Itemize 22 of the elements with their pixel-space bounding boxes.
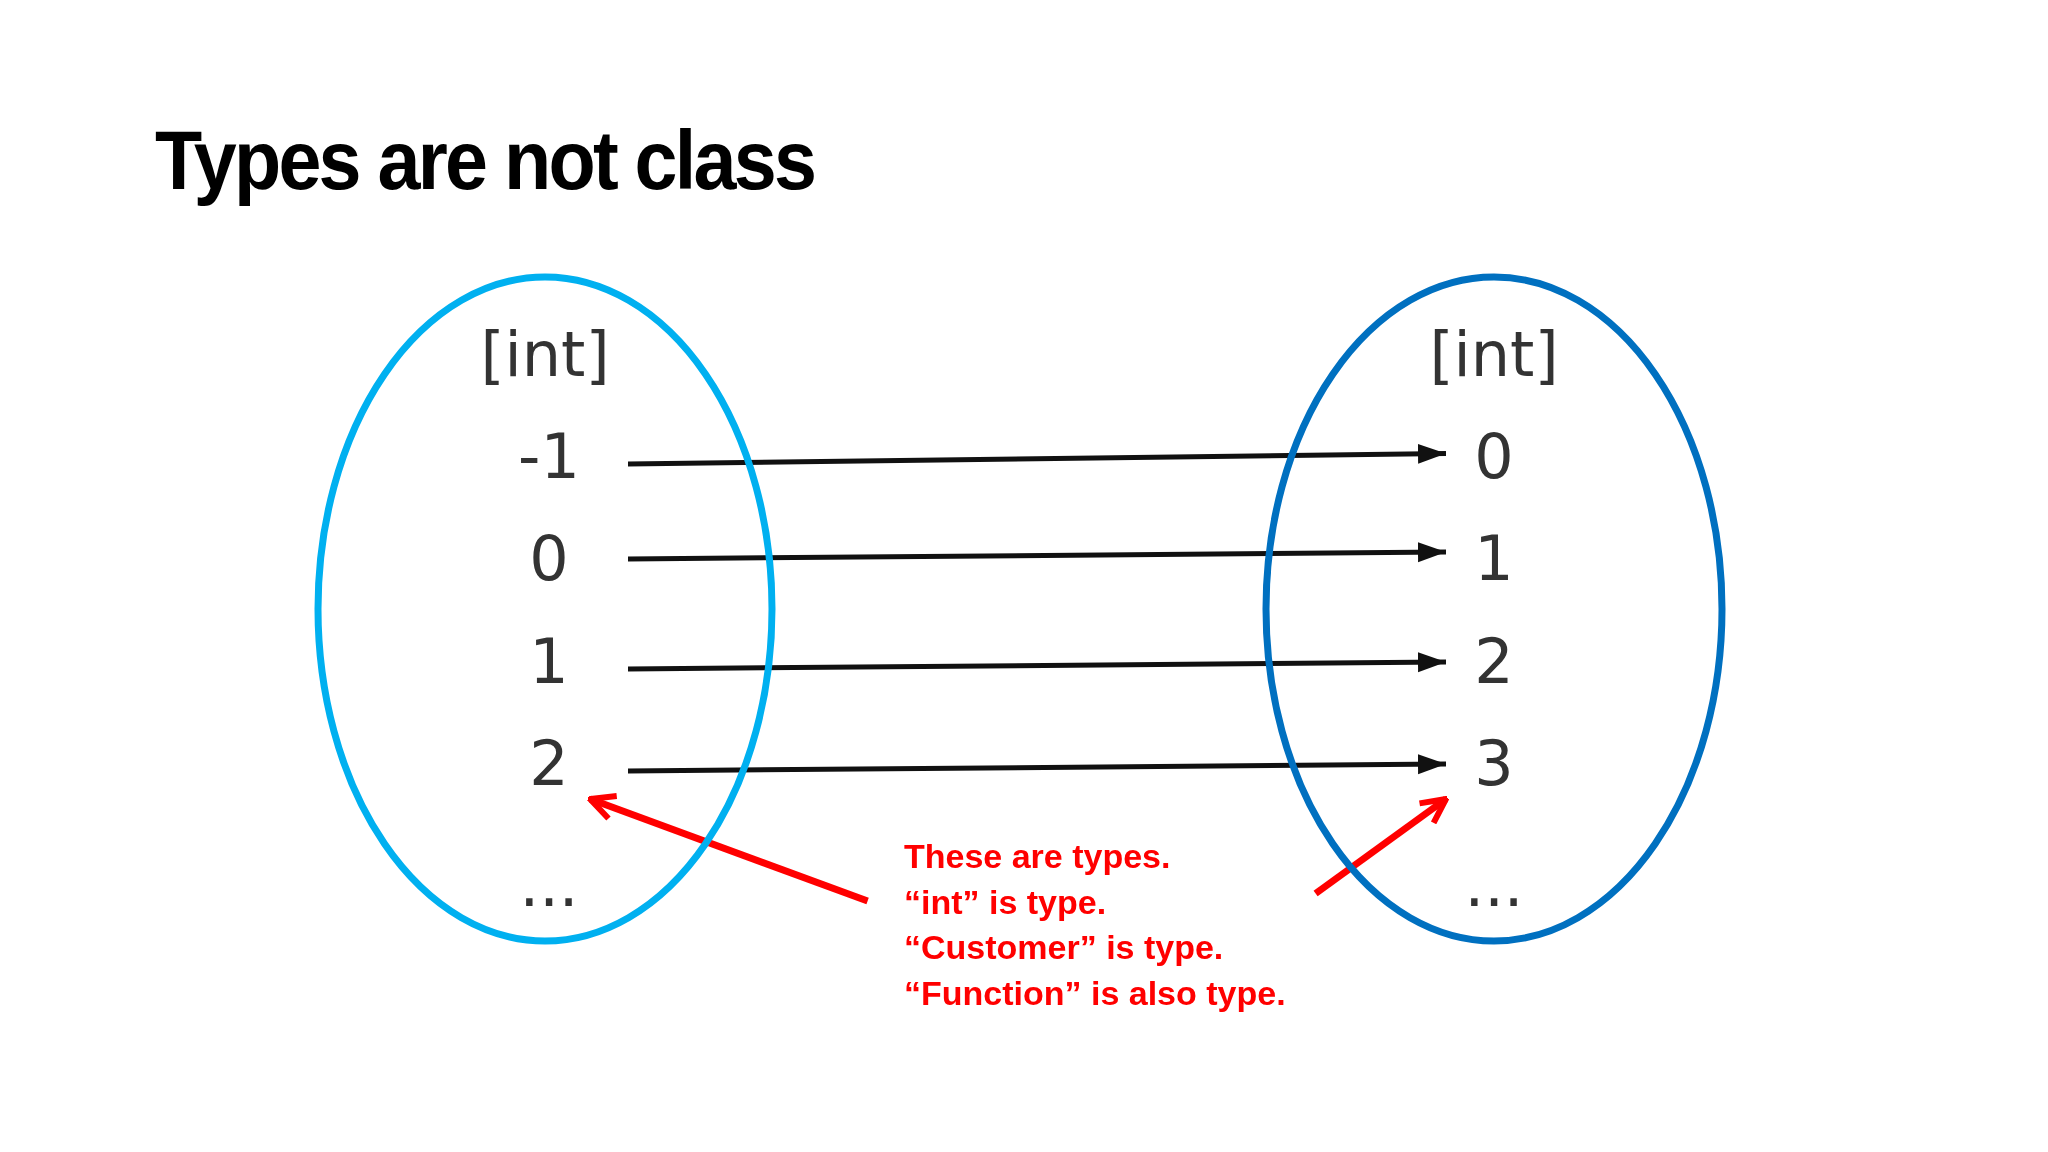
number: 1 <box>528 627 570 697</box>
arrow <box>627 754 1447 775</box>
set-heading: [int] <box>1428 320 1560 390</box>
title: Types are not class <box>155 112 815 208</box>
number: 2 <box>1473 627 1515 697</box>
arrow <box>587 793 869 905</box>
ellipsis-text: ... <box>518 850 580 920</box>
annotation-text: These are types. <box>904 836 1172 877</box>
number: 2 <box>528 729 570 799</box>
number: 0 <box>1473 422 1515 492</box>
ellipsis-text: ... <box>1463 850 1525 920</box>
arrow <box>627 542 1447 563</box>
number: 0 <box>528 524 570 594</box>
annotation-text: “Function” is also type. <box>904 972 1287 1014</box>
annotation-text: “Customer” is type. <box>904 927 1225 968</box>
number: 1 <box>1473 524 1515 594</box>
annotation-text: “int” is type. <box>904 881 1108 923</box>
set-heading: [int] <box>479 320 611 390</box>
number: -1 <box>517 422 581 492</box>
arrow <box>627 443 1447 467</box>
number: 3 <box>1473 729 1515 799</box>
arrow <box>627 652 1447 673</box>
